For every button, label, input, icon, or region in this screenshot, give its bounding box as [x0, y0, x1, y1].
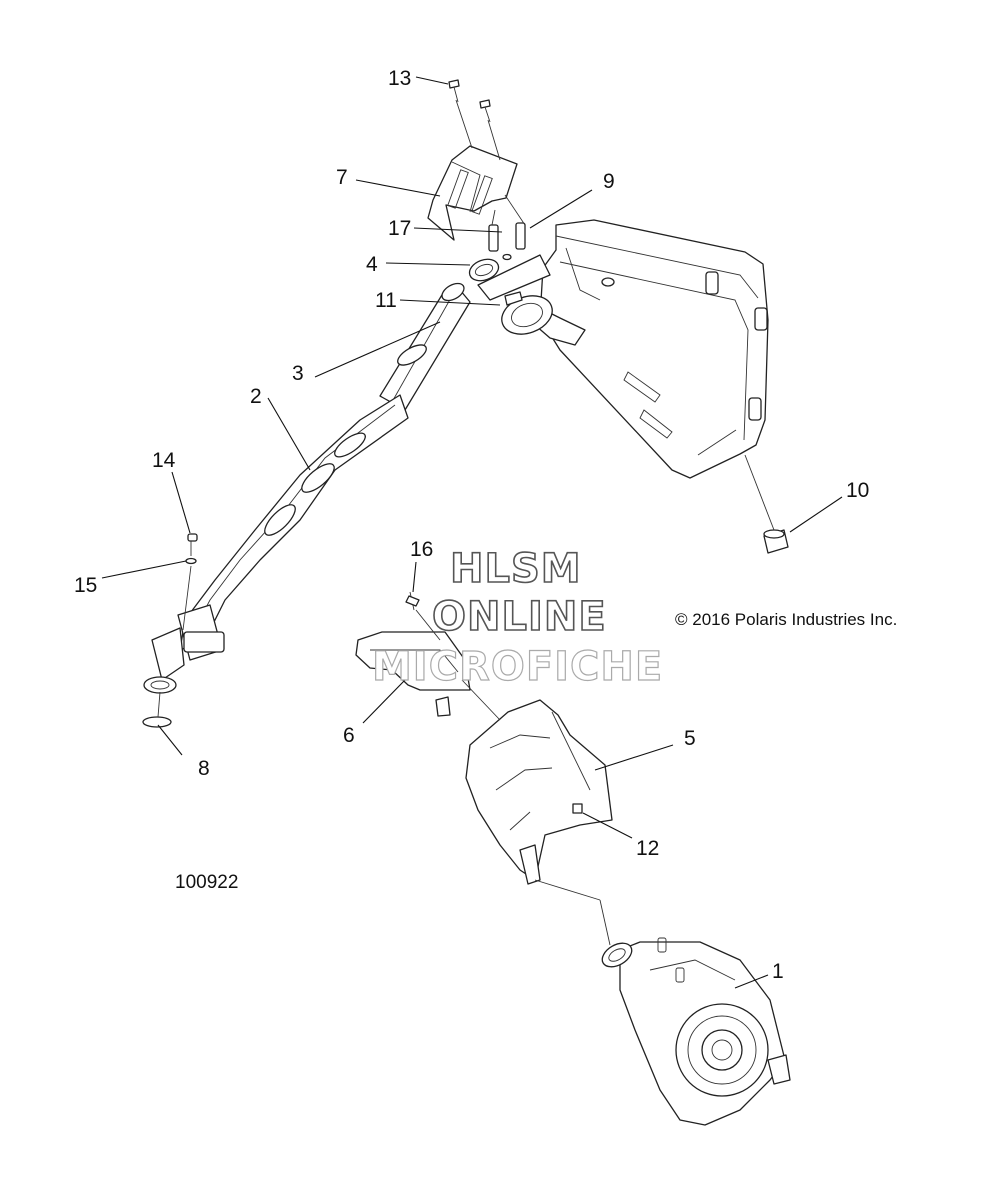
watermark-line-2: ONLINE: [431, 593, 607, 641]
callout-13: 13: [388, 67, 411, 90]
callout-14: 14: [152, 449, 176, 472]
part-pipe-3: [379, 282, 471, 411]
callout-4: 4: [366, 253, 378, 276]
part-heat-shield-6: [355, 631, 471, 717]
callout-16: 16: [410, 538, 433, 561]
callout-labels: 13 7 9 17 11 4 3 2 14 15 8 10 16 6 5 12 …: [74, 67, 869, 983]
callout-3: 3: [292, 362, 304, 385]
part-muffler-main: [534, 219, 769, 479]
part-header-pipe-2: [179, 394, 409, 651]
callout-12: 12: [636, 837, 659, 860]
part-gasket-8: [142, 716, 172, 728]
part-washer-15: [185, 557, 197, 565]
callout-leaders: [101, 76, 843, 989]
callout-6: 6: [343, 724, 355, 747]
part-screw-12: [572, 803, 583, 814]
callout-15: 15: [74, 574, 97, 597]
part-heat-shield-5: [465, 699, 613, 885]
callout-1: 1: [772, 960, 784, 983]
watermark-line-1: HLSM: [449, 545, 582, 593]
copyright-notice: © 2016 Polaris Industries Inc.: [675, 610, 898, 629]
callout-10: 10: [846, 479, 869, 502]
assembly-center-lines: [157, 99, 775, 946]
callout-5: 5: [684, 727, 696, 750]
callout-2: 2: [250, 385, 262, 408]
part-bracket-7: [427, 145, 518, 241]
part-spacers-9: [488, 222, 526, 261]
callout-7: 7: [336, 166, 348, 189]
callout-9: 9: [603, 170, 615, 193]
callout-17: 17: [388, 217, 411, 240]
part-nut-14: [187, 533, 198, 542]
drawing-number: 100922: [175, 872, 239, 893]
part-bolt-16: [405, 591, 420, 611]
callout-8: 8: [198, 757, 210, 780]
part-silencer-1: [601, 937, 791, 1126]
part-clamp-11: [501, 291, 553, 335]
part-plug-10: [763, 529, 789, 554]
watermark-line-3: MICROFICHE: [371, 643, 664, 690]
part-bolts-13: [448, 79, 491, 123]
part-manifold-flange: [143, 604, 225, 694]
callout-11: 11: [375, 289, 397, 312]
part-gasket-4: [468, 254, 551, 301]
